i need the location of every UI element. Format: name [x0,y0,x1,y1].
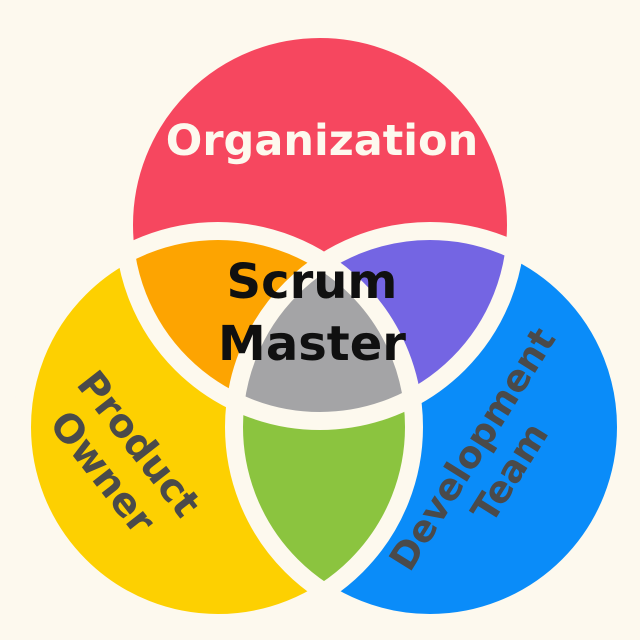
organization-separator-ring [115,20,525,430]
product-owner-separator-ring [13,222,423,632]
scrum-master-label-line1: Scrum [227,254,398,310]
organization-label: Organization [166,116,478,166]
development-team-separator-ring [225,222,635,632]
center-overlap [234,231,414,421]
scrum-master-label-line2: Master [218,316,406,372]
